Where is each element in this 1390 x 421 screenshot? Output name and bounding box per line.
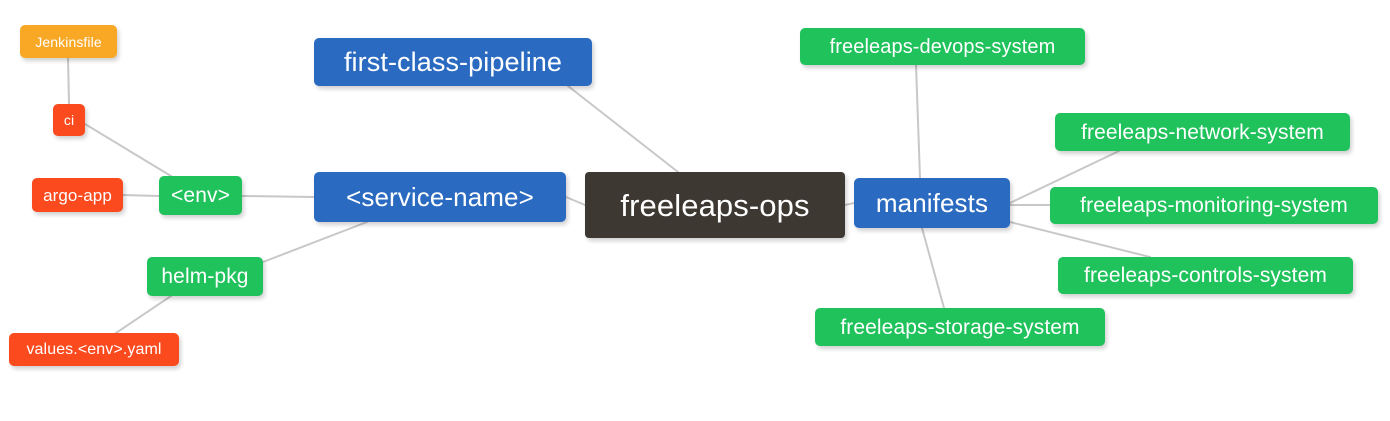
node-label: argo-app — [43, 185, 112, 205]
node-label: values.<env>.yaml — [26, 340, 162, 358]
node-argo-app[interactable]: argo-app — [32, 178, 123, 212]
node-manifests[interactable]: manifests — [854, 178, 1010, 228]
node-first-class-pipeline[interactable]: first-class-pipeline — [314, 38, 592, 86]
node-label: <service-name> — [346, 182, 534, 212]
node-freeleaps-storage-system[interactable]: freeleaps-storage-system — [815, 308, 1105, 346]
node-label: freeleaps-controls-system — [1084, 264, 1327, 287]
edge-freeleaps-ops-to-manifests — [844, 202, 855, 206]
node-values-env-yaml[interactable]: values.<env>.yaml — [9, 333, 179, 366]
edge-manifests-to-freeleaps-controls-system — [1009, 221, 1151, 258]
edge-service-name-to-env — [241, 195, 315, 198]
node-label: <env> — [171, 184, 230, 207]
node-env[interactable]: <env> — [159, 176, 242, 215]
node-helm-pkg[interactable]: helm-pkg — [147, 257, 263, 296]
edge-manifests-to-freeleaps-devops-system — [915, 64, 921, 179]
node-label: ci — [63, 112, 75, 128]
node-label: helm-pkg — [161, 265, 249, 288]
node-label: first-class-pipeline — [343, 46, 563, 77]
node-label: manifests — [875, 188, 989, 218]
node-freeleaps-ops[interactable]: freeleaps-ops — [585, 172, 845, 238]
node-freeleaps-network-system[interactable]: freeleaps-network-system — [1055, 113, 1350, 151]
edge-service-name-to-helm-pkg — [262, 221, 368, 263]
node-label: freeleaps-ops — [620, 187, 810, 223]
edge-env-to-ci — [84, 123, 172, 177]
edge-ci-to-jenkinsfile — [67, 57, 70, 105]
node-label: freeleaps-monitoring-system — [1080, 194, 1348, 217]
node-label: freeleaps-network-system — [1081, 120, 1324, 144]
node-label: freeleaps-devops-system — [829, 35, 1056, 58]
edge-manifests-to-freeleaps-storage-system — [921, 227, 945, 309]
node-freeleaps-devops-system[interactable]: freeleaps-devops-system — [800, 28, 1085, 65]
node-label: Jenkinsfile — [35, 33, 102, 50]
edge-freeleaps-ops-to-service-name — [565, 196, 586, 206]
edge-helm-pkg-to-values-env-yaml — [115, 295, 172, 334]
node-freeleaps-controls-system[interactable]: freeleaps-controls-system — [1058, 257, 1353, 294]
node-ci[interactable]: ci — [53, 104, 85, 136]
node-freeleaps-monitoring-system[interactable]: freeleaps-monitoring-system — [1050, 187, 1378, 224]
node-jenkinsfile[interactable]: Jenkinsfile — [20, 25, 117, 58]
edge-freeleaps-ops-to-first-class-pipeline — [567, 85, 679, 173]
edge-env-to-argo-app — [122, 194, 160, 197]
node-label: freeleaps-storage-system — [840, 315, 1080, 339]
node-service-name[interactable]: <service-name> — [314, 172, 566, 222]
